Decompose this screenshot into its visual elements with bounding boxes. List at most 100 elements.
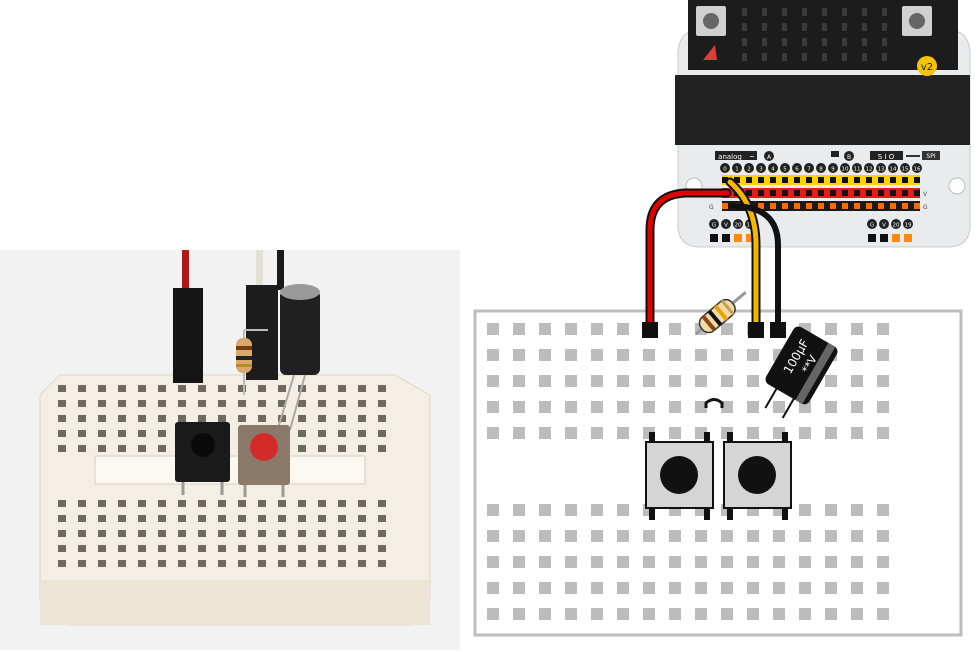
led xyxy=(882,8,887,16)
photo-hole xyxy=(138,545,146,552)
wire-red[interactable] xyxy=(647,190,730,333)
photo-hole xyxy=(118,530,126,537)
photo-hole xyxy=(58,400,66,407)
breadboard-hole xyxy=(617,401,629,413)
pin-number: 5 xyxy=(783,167,787,173)
breadboard-hole xyxy=(487,375,499,387)
breadboard-hole xyxy=(617,608,629,620)
breadboard-hole xyxy=(851,375,863,387)
photo-hole xyxy=(58,445,66,452)
push-button-right[interactable] xyxy=(723,432,792,520)
header-pin xyxy=(734,177,740,183)
photo-hole xyxy=(98,445,106,452)
breadboard-hole xyxy=(539,323,551,335)
photo-hole xyxy=(338,515,346,522)
photo-hole xyxy=(318,545,326,552)
photo-hole xyxy=(158,545,166,552)
photo-hole xyxy=(158,500,166,507)
photo-hole xyxy=(218,530,226,537)
header-pin xyxy=(866,177,872,183)
photo-hole xyxy=(378,415,386,422)
photo-resistor xyxy=(236,329,268,395)
breadboard-hole xyxy=(487,530,499,542)
breadboard-hole xyxy=(721,556,733,568)
photo-hole xyxy=(378,500,386,507)
header-pin xyxy=(878,190,884,196)
pin-number: 7 xyxy=(807,167,811,173)
led xyxy=(862,38,867,46)
breadboard-hole xyxy=(591,349,603,361)
bottom-pin-badge xyxy=(891,219,901,229)
breadboard-hole xyxy=(877,349,889,361)
breadboard-hole xyxy=(591,504,603,516)
led xyxy=(742,53,747,61)
photo-hole xyxy=(138,415,146,422)
wire-yellow[interactable] xyxy=(727,179,759,333)
breadboard-hole xyxy=(747,556,759,568)
analog-tag xyxy=(715,151,757,160)
bottom-pin xyxy=(904,234,912,242)
photo-hole xyxy=(378,545,386,552)
bottom-pin-label: 20 xyxy=(893,223,900,229)
photo-hole xyxy=(98,530,106,537)
photo-hole xyxy=(238,415,246,422)
button-a[interactable] xyxy=(696,6,726,36)
bottom-pin-label: V xyxy=(724,223,728,229)
breadboard-hole xyxy=(513,427,525,439)
photo-hole xyxy=(358,415,366,422)
pin-number: 15 xyxy=(902,167,909,173)
breadboard-hole xyxy=(539,582,551,594)
pin-number-badge xyxy=(720,163,730,173)
led xyxy=(782,23,787,31)
photo-hole xyxy=(78,445,86,452)
row-label-g-right: G xyxy=(923,204,928,211)
breadboard-hole xyxy=(851,530,863,542)
breadboard-hole xyxy=(799,530,811,542)
photo-hole xyxy=(278,560,286,567)
breadboard-hole xyxy=(747,608,759,620)
breadboard-hole xyxy=(539,375,551,387)
photo-hole xyxy=(358,545,366,552)
button-b[interactable] xyxy=(902,6,932,36)
header-pin xyxy=(902,190,908,196)
photo-hole xyxy=(178,545,186,552)
photo-hole xyxy=(98,515,106,522)
photo-hole xyxy=(338,430,346,437)
breadboard-hole xyxy=(617,582,629,594)
photo-hole xyxy=(158,560,166,567)
breadboard-hole xyxy=(591,427,603,439)
breadboard-hole xyxy=(591,556,603,568)
breadboard-hole xyxy=(617,530,629,542)
wire-black[interactable] xyxy=(729,203,781,333)
photo-hole xyxy=(378,445,386,452)
led xyxy=(882,38,887,46)
photo-hole xyxy=(378,430,386,437)
photo-hole xyxy=(258,500,266,507)
push-button-left[interactable] xyxy=(645,432,714,520)
header-pin xyxy=(722,203,728,209)
breadboard-hole xyxy=(747,530,759,542)
led xyxy=(782,38,787,46)
breadboard-hole xyxy=(591,608,603,620)
breadboard-hole xyxy=(773,556,785,568)
photo-hole xyxy=(158,415,166,422)
header-pin xyxy=(890,203,896,209)
bottom-pin xyxy=(722,234,730,242)
photo-hole xyxy=(318,530,326,537)
breadboard-hole xyxy=(747,401,759,413)
breadboard-hole xyxy=(617,427,629,439)
version-badge xyxy=(917,56,937,76)
header-pin xyxy=(878,203,884,209)
pin-number: 4 xyxy=(771,167,775,173)
photo-hole xyxy=(338,530,346,537)
breadboard-hole xyxy=(851,323,863,335)
led xyxy=(802,23,807,31)
photo-hole xyxy=(238,515,246,522)
photo-hole xyxy=(258,530,266,537)
photo-hole xyxy=(338,445,346,452)
pin-number: 13 xyxy=(878,167,885,173)
breadboard-hole xyxy=(695,375,707,387)
photo-hole xyxy=(198,530,206,537)
